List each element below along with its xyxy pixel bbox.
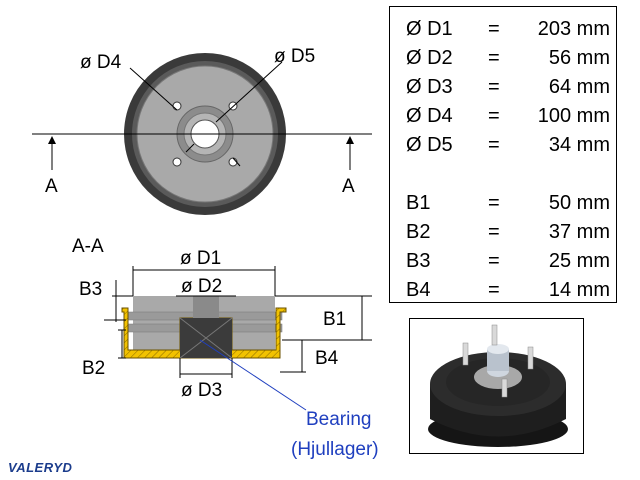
spec-name: Ø D2 <box>406 47 453 69</box>
spec-name: Ø D5 <box>406 134 453 156</box>
spec-row: Ø D5 = 34 mm <box>390 131 618 159</box>
spec-equals: = <box>488 47 500 69</box>
spec-name: B3 <box>406 250 431 272</box>
wheel-studs <box>462 324 534 398</box>
section-label-right: A <box>342 176 355 197</box>
b2-label: B2 <box>82 358 105 379</box>
spec-row: Ø D2 = 56 mm <box>390 44 618 72</box>
brand-logo: VALERYD <box>8 460 73 475</box>
spec-row: Ø D4 = 100 mm <box>390 102 618 130</box>
front-view <box>32 53 372 215</box>
bearing-pointer <box>199 339 307 411</box>
section-bearing-cross <box>179 317 233 359</box>
spec-value: 203 mm <box>537 18 610 40</box>
spec-row: B3 = 25 mm <box>390 247 618 275</box>
d5-leader-tail <box>185 143 195 153</box>
spec-name: B4 <box>406 279 431 301</box>
hub-cap-body <box>487 349 509 371</box>
spec-name: Ø D1 <box>406 18 453 40</box>
spec-row: B2 = 37 mm <box>390 218 618 246</box>
spec-equals: = <box>488 105 500 127</box>
spec-value: 50 mm <box>548 192 610 214</box>
spec-value: 25 mm <box>548 250 610 272</box>
section-view <box>121 296 287 359</box>
spec-name: Ø D3 <box>406 76 453 98</box>
d1-label: ø D1 <box>180 248 221 269</box>
spec-name: B1 <box>406 192 431 214</box>
wheel-stud <box>527 346 534 370</box>
spec-row: B4 = 14 mm <box>390 276 618 304</box>
spec-name: Ø D4 <box>406 105 453 127</box>
dimensions <box>104 266 372 411</box>
wheel-stud <box>491 324 498 346</box>
section-view-title: A-A <box>72 236 104 257</box>
spec-value: 56 mm <box>548 47 610 69</box>
wheel-stud <box>501 378 508 398</box>
spec-value: 34 mm <box>548 134 610 156</box>
b3-label: B3 <box>79 279 102 300</box>
spec-row: B1 = 50 mm <box>390 189 618 217</box>
bearing-label: Bearing <box>306 409 372 430</box>
spec-value: 64 mm <box>548 76 610 98</box>
spec-equals: = <box>488 18 500 40</box>
section-bore <box>193 296 219 318</box>
spec-name: B2 <box>406 221 431 243</box>
spec-row: Ø D3 = 64 mm <box>390 73 618 101</box>
b1-label: B1 <box>323 309 346 330</box>
section-label-left: A <box>45 176 58 197</box>
spec-equals: = <box>488 279 500 301</box>
spec-value: 37 mm <box>548 221 610 243</box>
b4-label: B4 <box>315 348 339 369</box>
d4-label: ø D4 <box>80 52 122 73</box>
d4-leader <box>129 67 178 111</box>
d5-label: ø D5 <box>274 46 315 67</box>
bolt-hole <box>228 157 238 167</box>
d3-label: ø D3 <box>181 380 222 401</box>
spec-equals: = <box>488 250 500 272</box>
d5-leader <box>215 61 283 123</box>
spec-equals: = <box>488 192 500 214</box>
bolt-hole <box>172 101 182 111</box>
spec-equals: = <box>488 76 500 98</box>
spec-equals: = <box>488 134 500 156</box>
wheel-stud <box>462 342 469 366</box>
spec-value: 14 mm <box>548 279 610 301</box>
bolt-hole <box>172 157 182 167</box>
spec-value: 100 mm <box>537 105 610 127</box>
spec-table: Ø D1 = 203 mm Ø D2 = 56 mm Ø D3 = 64 mm … <box>389 6 617 303</box>
spec-row: Ø D1 = 203 mm <box>390 15 618 43</box>
hub-cap-top <box>487 344 509 354</box>
d4-leader-tail <box>232 157 241 167</box>
bearing-local-label: (Hjullager) <box>291 439 379 460</box>
product-photo <box>409 318 584 454</box>
d2-label: ø D2 <box>181 276 222 297</box>
spec-equals: = <box>488 221 500 243</box>
brake-drum-illustration <box>428 324 568 447</box>
